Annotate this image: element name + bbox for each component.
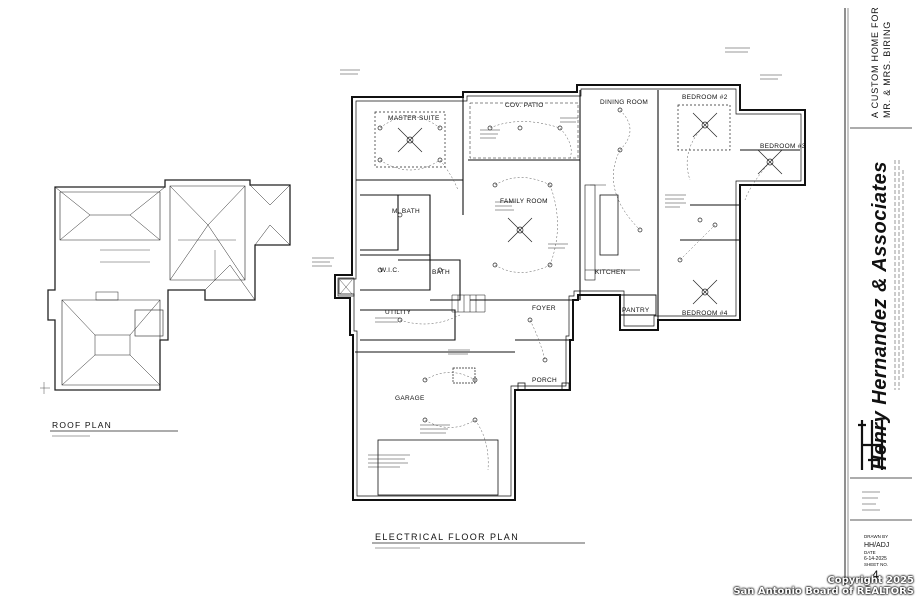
- floor-plan: [334, 84, 806, 501]
- room-label-pantry: PANTRY: [622, 307, 650, 314]
- floor-plan-title: ELECTRICAL FLOOR PLAN: [375, 532, 519, 542]
- title-block: A CUSTOM HOME FOR MR. & MRS. BIRING Henr…: [844, 7, 912, 585]
- room-label-dining-room: DINING ROOM: [600, 99, 648, 106]
- room-label-kitchen: KITCHEN: [595, 269, 626, 276]
- room-label-family-room: FAMILY ROOM: [500, 198, 548, 205]
- sheet-number: 4: [872, 568, 879, 582]
- floor-plan-title-group: ELECTRICAL FLOOR PLAN: [372, 532, 585, 549]
- ceiling-fan-icon: [507, 217, 533, 243]
- watermark-line-2: San Antonio Board of REALTORS: [733, 586, 914, 597]
- garage-door: [377, 439, 499, 496]
- wiring: [379, 109, 771, 471]
- ceiling-fan-icon: [374, 111, 446, 168]
- project-line-1: A CUSTOM HOME FOR: [870, 7, 880, 118]
- drawn-by-value: HH/ADJ: [864, 542, 889, 549]
- room-label-m-bath: M. BATH: [392, 208, 420, 215]
- room-label-bedroom-3: BEDROOM #3: [760, 143, 806, 150]
- ceiling-fans: [374, 104, 783, 305]
- sheet-number-label: SHEET NO.: [864, 562, 888, 567]
- room-label-bath: BATH: [432, 269, 450, 276]
- room-label-garage: GARAGE: [395, 395, 425, 402]
- watermark-line-1: Copyright 2025: [827, 575, 914, 586]
- room-label-master-suite: MASTER SUITE: [388, 115, 440, 122]
- room-label-bedroom-4: BEDROOM #4: [682, 310, 728, 317]
- room-label-bedroom-2: BEDROOM #2: [682, 94, 728, 101]
- date-label: DATE: [864, 550, 876, 555]
- date-value: 6-14-2025: [864, 556, 887, 562]
- exterior-wall: [334, 84, 806, 501]
- project-line-2: MR. & MRS. BIRING: [882, 21, 892, 118]
- room-label-w-ic: W.I.C.: [380, 267, 400, 274]
- note-blocks: [312, 47, 782, 468]
- drawn-by-label: DRAWN BY: [864, 534, 888, 539]
- copyright-watermark: Copyright 2025 San Antonio Board of REAL…: [733, 575, 914, 597]
- roof-plan: [40, 179, 291, 394]
- ceiling-fan-icon: [692, 279, 718, 305]
- firm-name: Henry Hernandez & Associates: [869, 161, 891, 470]
- firm-logo: [858, 420, 884, 470]
- roof-plan-title-group: ROOF PLAN: [50, 420, 178, 437]
- room-label-utility: UTILITY: [385, 309, 412, 316]
- room-labels: MASTER SUITE COV. PATIO DINING ROOM BEDR…: [380, 94, 806, 402]
- roof-plan-title: ROOF PLAN: [52, 420, 112, 430]
- room-label-cov-patio: COV. PATIO: [505, 102, 544, 109]
- room-label-foyer: FOYER: [532, 305, 556, 312]
- room-label-porch: PORCH: [532, 377, 557, 384]
